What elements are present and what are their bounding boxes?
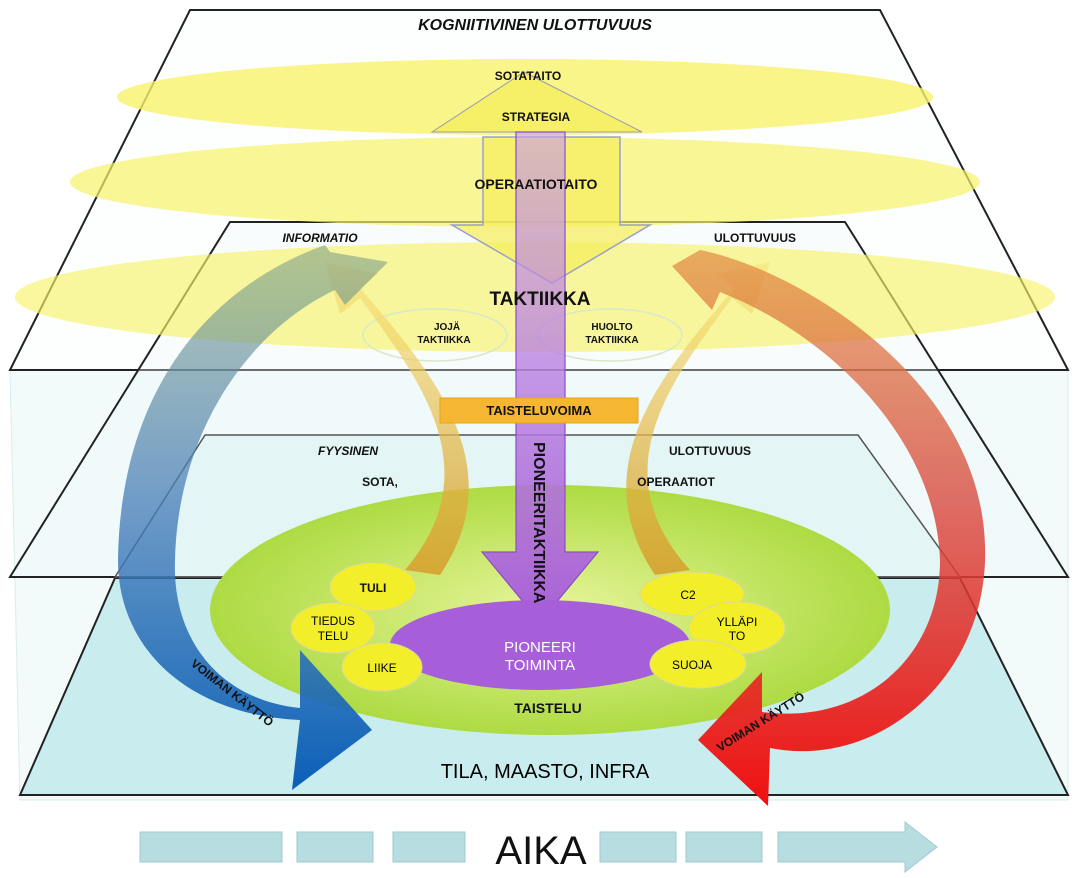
information-label-right: ULOTTUVUUS [714,231,796,245]
branch-tactics-ellipse [362,308,508,362]
fire-label: TULI [360,581,387,595]
combat-power-band [439,397,639,424]
time-arrow [139,820,938,874]
war-label: SOTA, [362,475,398,489]
engineer-action-line1: PIONEERI [504,639,576,656]
time-block-5 [685,831,763,863]
sustain-label-line1: YLLÄPI [717,615,758,629]
combat-power-label: TAISTELUVOIMA [486,403,592,418]
recon-label-line2: TELU [318,629,349,643]
fire-circle [329,562,417,612]
right-force-arrow [672,250,986,806]
protection-circle [649,639,747,689]
physical-label-right: ULOTTUVUUS [669,444,751,458]
time-block-4 [599,831,677,863]
time-block-3 [392,831,466,863]
logistics-tactics-line1: HUOLTO [591,322,633,333]
operations-label: OPERAATIOT [637,475,715,489]
c2-label: C2 [680,588,696,602]
recon-label-line1: TIEDUS [311,614,355,628]
recon-circle [290,602,376,654]
engineer-action-ellipse [390,600,690,690]
base-label: TILA, MAASTO, INFRA [441,761,650,783]
information-label-left: INFORMATIO [282,231,358,245]
engineer-tactics-label: PIONEERITAKTIIKKA [530,442,547,604]
operational-art-label: OPERAATIOTAITO [475,176,598,192]
engineer-action-line2: TOIMINTA [505,657,575,674]
strategy-label: STRATEGIA [502,110,571,124]
combat-label: TAISTELU [514,700,581,716]
protection-label: SUOJA [672,658,712,672]
physical-label-left: FYYSINEN [318,444,378,458]
movement-label: LIIKE [367,661,396,675]
function-circles [290,562,786,692]
art-of-war-label: SOTATAITO [495,69,561,83]
sustain-label-line2: TO [729,629,745,643]
time-arrowhead [777,820,938,874]
cognitive-dimension-title: KOGNIITIVINEN ULOTTUVUUS [418,17,652,34]
time-block-2 [296,831,374,863]
engineer-tactics-arrow [480,131,600,623]
time-label: AIKA [495,829,586,873]
branch-tactics-line1: JOJÄ [434,320,460,333]
tactics-label: TAKTIIKKA [490,289,591,310]
branch-tactics-line2: TAKTIIKKA [417,335,470,346]
logistics-tactics-line2: TAKTIIKKA [585,335,638,346]
time-block-1 [139,831,283,863]
left-force-arrow [118,245,388,790]
movement-circle [341,642,423,692]
